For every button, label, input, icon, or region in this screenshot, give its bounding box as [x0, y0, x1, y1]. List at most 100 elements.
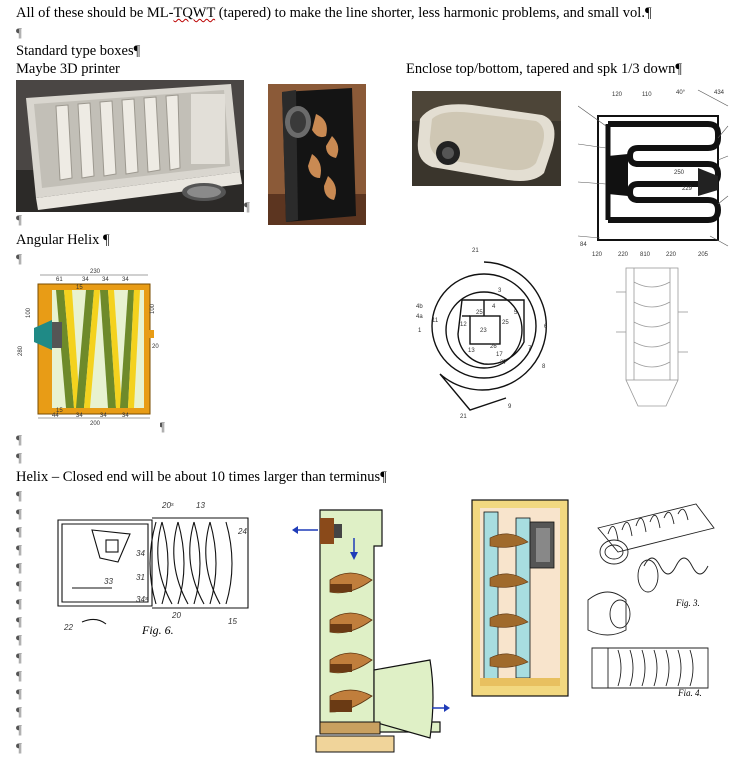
intro-line: All of these should be ML-TQWT (tapered)… [16, 5, 652, 22]
serpentine-label: 84 [580, 242, 587, 248]
heading-standard-boxes: Standard type boxes¶ [16, 43, 140, 60]
serpentine-label: 120 [612, 92, 623, 98]
dim-right-mid: 20 [152, 344, 159, 350]
pilcrow-mark: ¶ [16, 704, 22, 719]
spiral-label: 17 [496, 352, 503, 358]
patent-number: 34ˢ [136, 595, 148, 604]
serpentine-label: 220 [666, 252, 677, 258]
patent-fig3-caption: Fig. 3. [675, 598, 700, 608]
drawing-round-spiral: 21 3 4 25 5 23 12 25 26 13 17 27 7 8 9 2… [410, 242, 560, 420]
patent-number: 33 [104, 577, 113, 586]
pilcrow-mark: ¶ [380, 469, 387, 485]
dim-thickness-top: 15 [76, 285, 83, 291]
patent-number: 22 [63, 623, 73, 632]
dim-inner-height: 100 [26, 307, 32, 318]
patent-number: 15 [228, 617, 237, 626]
serpentine-label: 810 [640, 252, 651, 258]
pilcrow-mark: ¶ [16, 25, 22, 40]
pilcrow-mark: ¶ [16, 506, 22, 521]
dim-top-segment: 34 [122, 277, 129, 283]
serpentine-label: 120 [592, 252, 603, 258]
pilcrow-mark: ¶ [16, 432, 22, 447]
spiral-label: 11 [432, 318, 439, 324]
drawing-l-helix-horn [290, 500, 450, 760]
spiral-label: 13 [468, 348, 475, 354]
pilcrow-mark: ¶ [102, 232, 110, 248]
drawing-angular-helix: 230 61 34 34 34 15 280 100 100 20 15 44 … [16, 266, 160, 428]
dim-bottom-segment: 34 [100, 413, 107, 419]
dim-bottom-segment: 34 [122, 413, 129, 419]
spiral-label: 4 [492, 304, 496, 310]
patent-number: 34 [136, 549, 145, 558]
pilcrow-mark: ¶ [16, 524, 22, 539]
patent-number: 13 [196, 501, 205, 510]
patent-number: 24 [237, 527, 247, 536]
serpentine-label: 110 [642, 92, 652, 98]
heading-enclose: Enclose top/bottom, tapered and spk 1/3 … [406, 61, 682, 78]
dim-top-segment: 61 [56, 277, 63, 283]
heading-standard-text: Standard type boxes [16, 43, 134, 59]
patent-drawing-fig6: 20ˢ 13 24 34 33 31 34ˢ 22 20 15 Fig. 6. [52, 500, 260, 640]
spiral-label: 7 [528, 346, 532, 352]
intro-text-tqwt: TQWT [173, 5, 216, 21]
spiral-label: 9 [508, 404, 512, 410]
pilcrow-mark: ¶ [675, 61, 682, 77]
pilcrow-mark: ¶ [16, 650, 22, 665]
patent-number: 20 [171, 611, 181, 620]
pilcrow-mark: ¶ [133, 43, 141, 59]
patent-number: 20ˢ [161, 501, 174, 510]
spiral-label: 4a [416, 314, 423, 320]
spiral-label: 25 [476, 310, 483, 316]
pilcrow-mark: ¶ [16, 686, 22, 701]
spiral-label: 6 [544, 324, 548, 330]
dim-top-segment: 34 [82, 277, 89, 283]
photo-enclosed-tube [412, 91, 561, 186]
dim-top-overall: 230 [90, 269, 101, 275]
spiral-label: 26 [490, 344, 497, 350]
spiral-label: 12 [460, 322, 467, 328]
dim-bottom-segment: 44 [52, 413, 59, 419]
drawing-serpentine-line: 120 110 40° 434 250 229 84 120 220 810 2… [578, 86, 734, 258]
serpentine-label: 40° [676, 90, 686, 96]
spiral-label: 27 [500, 360, 507, 366]
pilcrow-mark: ¶ [16, 668, 22, 683]
spiral-label: 21 [472, 248, 479, 254]
spiral-label: 21 [460, 414, 467, 420]
spiral-label: 25 [502, 320, 509, 326]
patent-drawing-tubes: Fig. 3. Fig. 4. [578, 500, 732, 696]
spiral-label: 1 [418, 328, 422, 334]
serpentine-label: 205 [698, 252, 709, 258]
spiral-label: 8 [542, 364, 546, 370]
dim-thickness-bottom: 15 [56, 408, 63, 414]
pilcrow-mark: ¶ [244, 199, 250, 214]
heading-angular-helix: Angular Helix ¶ [16, 232, 110, 249]
serpentine-label: 229 [682, 186, 693, 192]
pilcrow-mark: ¶ [16, 560, 22, 575]
pilcrow-mark: ¶ [16, 212, 22, 227]
pilcrow-mark: ¶ [16, 740, 22, 755]
intro-text-a: All of these should be ML- [16, 5, 174, 21]
photo-black-helix-box [268, 84, 366, 225]
heading-3d-printer: Maybe 3D printer [16, 61, 120, 77]
dim-top-segment: 34 [102, 277, 109, 283]
heading-angular-text: Angular Helix [16, 232, 103, 248]
serpentine-label: 220 [618, 252, 629, 258]
spiral-label: 5 [514, 310, 518, 316]
spiral-label: 23 [480, 328, 487, 334]
dim-right-top: 100 [150, 303, 156, 314]
heading-helix-text: Helix – Closed end will be about 10 time… [16, 469, 381, 485]
dim-bottom-segment: 34 [76, 413, 83, 419]
pilcrow-mark: ¶ [16, 722, 22, 737]
dim-left-height: 280 [18, 345, 24, 356]
pilcrow-mark: ¶ [16, 578, 22, 593]
photo-white-baffle-box [16, 80, 244, 212]
drawing-vertical-tube-sketch [612, 262, 692, 412]
dim-bottom-overall: 200 [90, 421, 101, 427]
pilcrow-mark: ¶ [16, 251, 22, 266]
drawing-vertical-helix-cabinet [470, 498, 570, 698]
intro-text-b: (tapered) to make the line shorter, less… [215, 5, 645, 21]
pilcrow-mark: ¶ [16, 450, 22, 465]
patent-fig6-caption: Fig. 6. [141, 623, 174, 637]
pilcrow-mark: ¶ [644, 5, 652, 21]
serpentine-label: 250 [674, 170, 685, 176]
